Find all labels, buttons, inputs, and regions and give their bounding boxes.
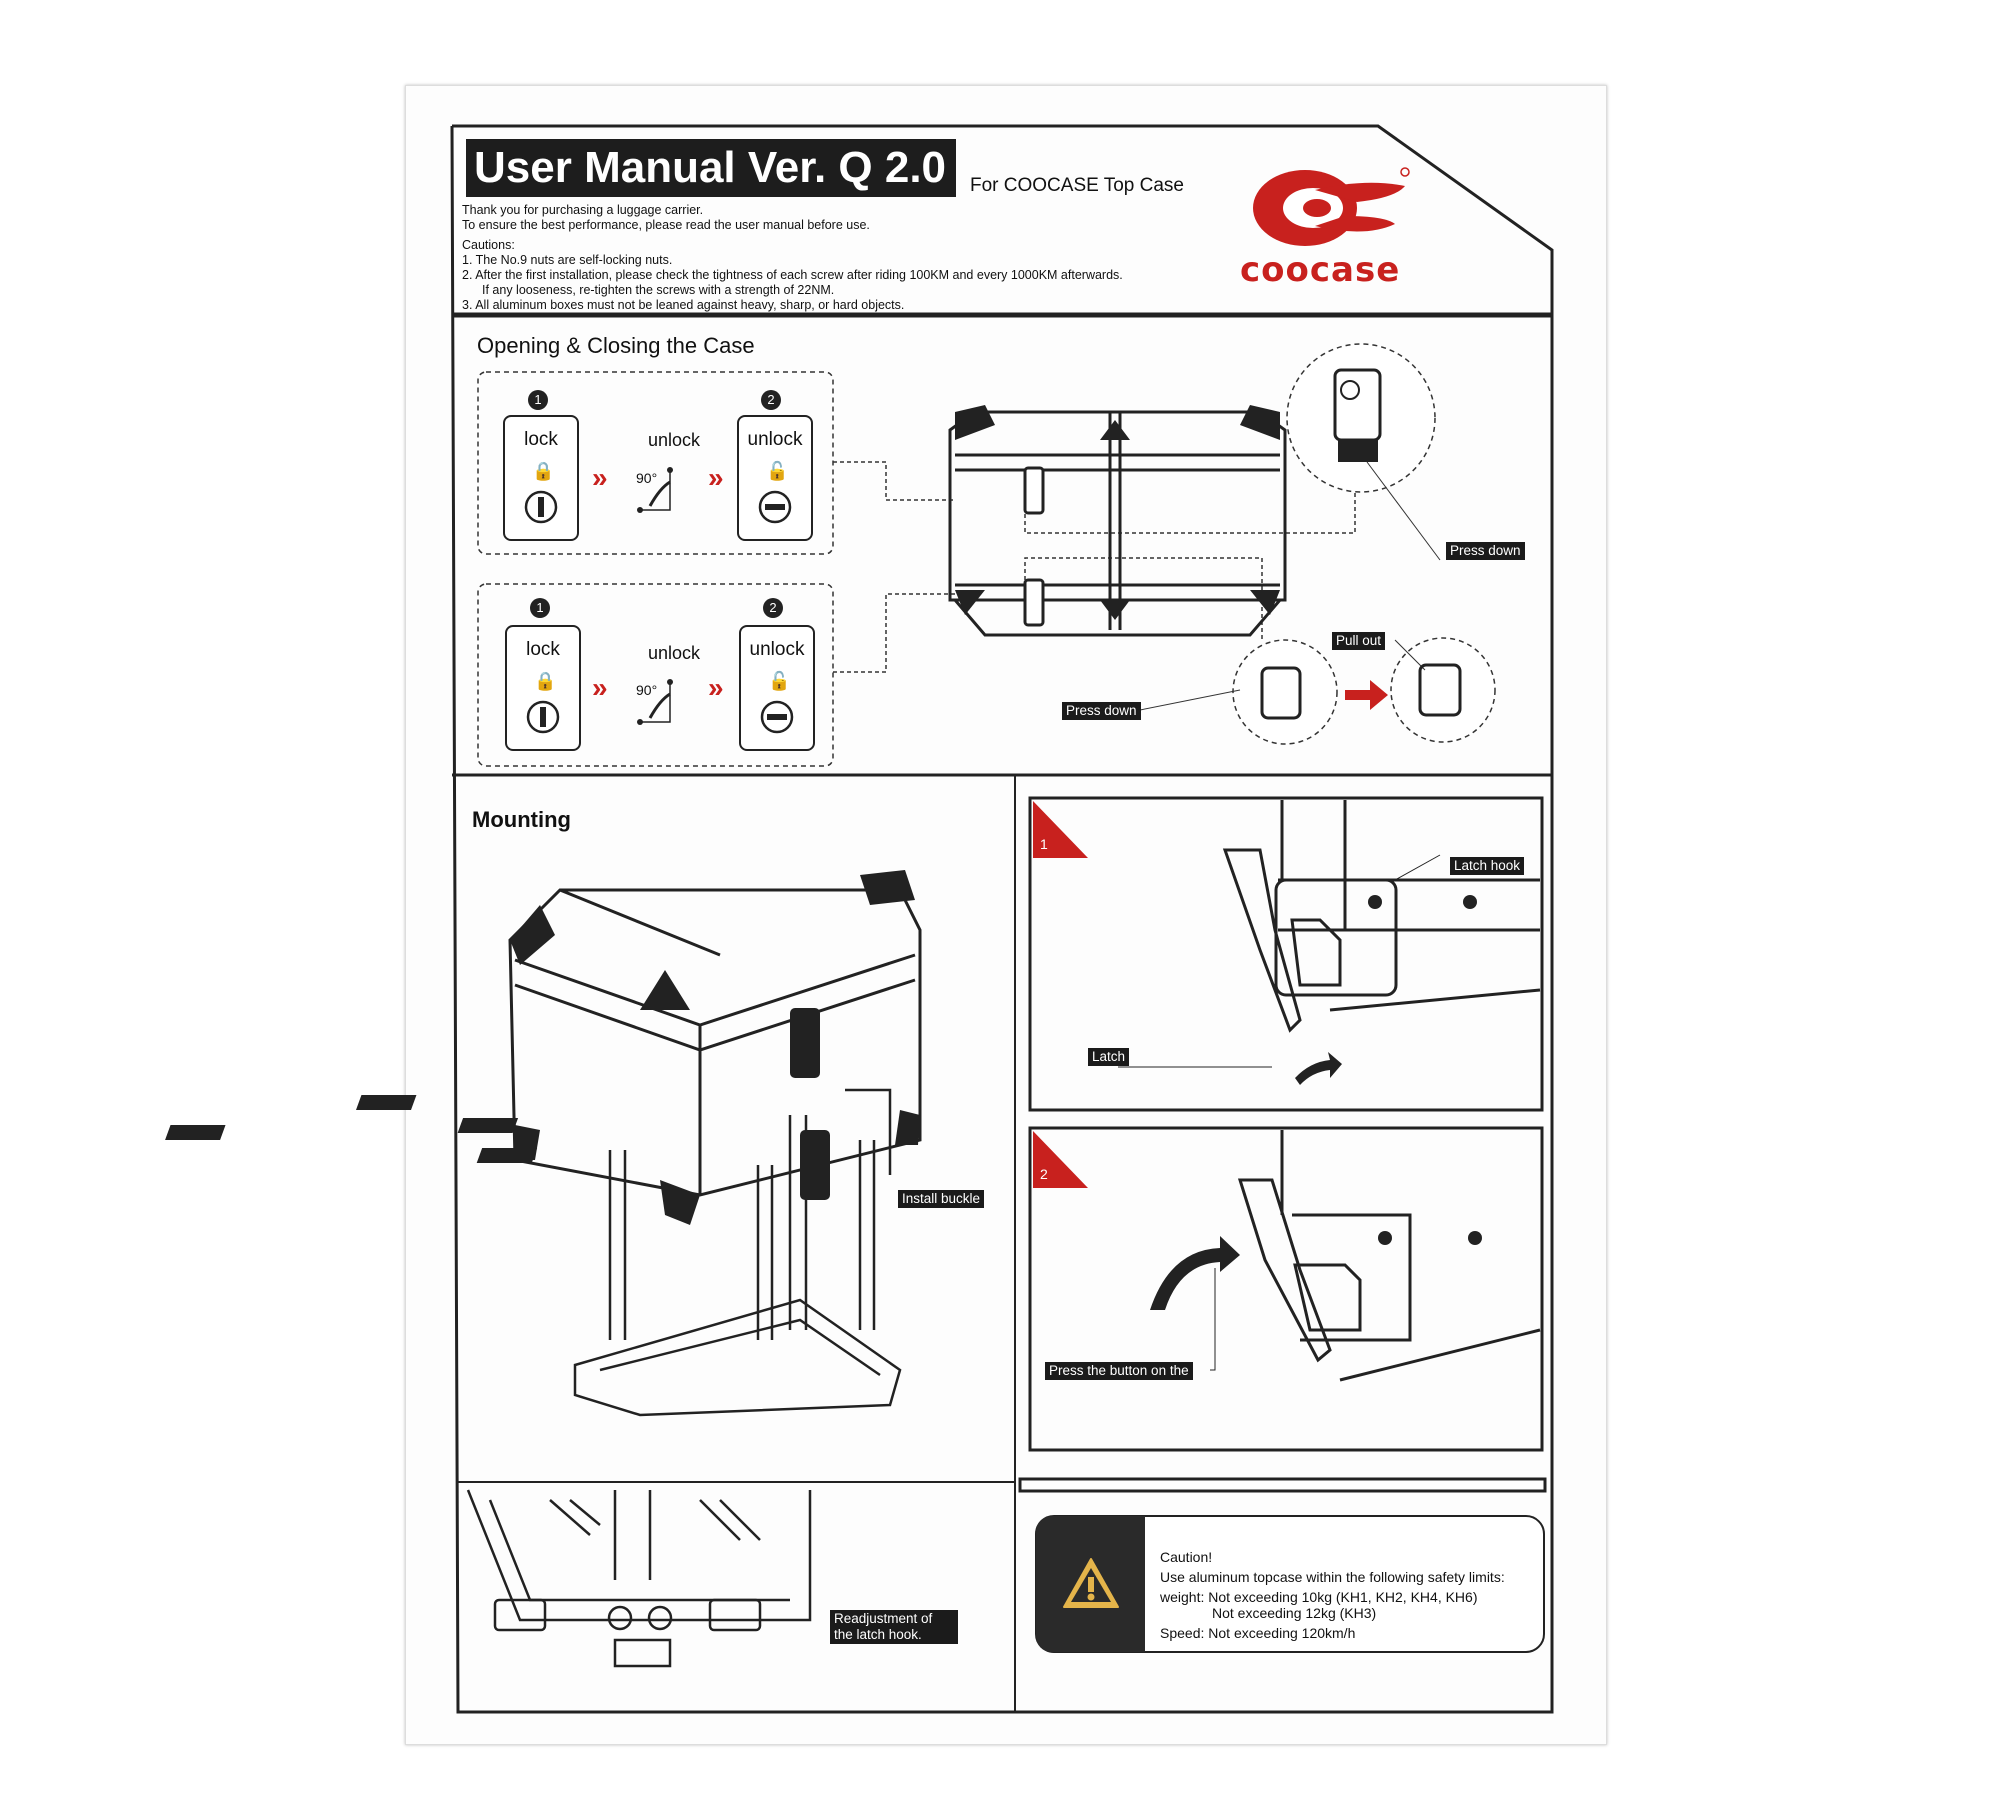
step-number-2: 2 [763,598,783,618]
lock-label: lock [526,639,560,660]
mounting-title: Mounting [472,807,571,832]
unlock-label: unlock [648,430,701,450]
caution-line-4: Speed: Not exceeding 120km/h [1160,1625,1356,1641]
manual-title: User Manual Ver. Q 2.0 [466,139,956,197]
padlock-icon: 🔒 [534,671,557,691]
step-number-1: 1 [530,598,550,618]
unlock-box-label: unlock [747,429,803,450]
keyhole-unlocked-icon [758,490,792,524]
keyhole-locked-icon [526,700,560,734]
open-padlock-icon: 🔓 [766,461,789,481]
press-button-tag: Press the button on the [1045,1362,1193,1380]
coocase-logo-icon [1253,167,1410,246]
press-down-tag: Press down [1446,542,1525,560]
keyhole-locked-icon [524,490,558,524]
intro-text: Thank you for purchasing a luggage carri… [462,203,1123,313]
padlock-icon: 🔒 [532,461,555,481]
lock-label: lock [524,429,558,450]
unlock-label: unlock [648,643,701,663]
opening-title: Opening & Closing the Case [477,333,755,358]
step-number-1: 1 [528,390,548,410]
warning-triangle-icon [1063,1558,1119,1608]
angle-label: 90° [636,682,658,698]
caution-item-3: 3. All aluminum boxes must not be leaned… [462,298,905,312]
rotation-arrow-icon [637,467,673,513]
lock-key-box: lock 🔒 [505,625,581,751]
panel-step-2: 2 [1040,1166,1048,1182]
rotation-arrow-icon [637,679,673,725]
caution-line-3: Not exceeding 12kg (KH3) [1212,1605,1377,1621]
unlock-key-box: unlock 🔓 [739,625,815,751]
caution-item-2b: If any looseness, re-tighten the screws … [482,283,835,297]
panel-step-1: 1 [1040,836,1048,852]
caution-heading: Caution! [1160,1549,1213,1565]
readjust-tag: Readjustment of the latch hook. [830,1610,958,1644]
manual-subtitle: For COOCASE Top Case [970,175,1185,196]
unlock-box-label: unlock [749,639,805,660]
intro-line-1: Thank you for purchasing a luggage carri… [462,203,704,217]
install-buckle-tag: Install buckle [898,1190,985,1208]
caution-text: Caution! Use aluminum topcase within the… [1160,1547,1505,1643]
caution-item-1: 1. The No.9 nuts are self-locking nuts. [462,253,673,267]
unlock-key-box: unlock 🔓 [737,415,813,541]
lock-key-box: lock 🔒 [503,415,579,541]
latch-hook-tag: Latch hook [1450,857,1525,875]
brand-wordmark: coocase [1240,250,1401,290]
press-down-tag: Press down [1062,702,1141,720]
keyhole-unlocked-icon [760,700,794,734]
intro-line-2: To ensure the best performance, please r… [462,218,870,232]
caution-line-2: weight: Not exceeding 10kg (KH1, KH2, KH… [1160,1589,1478,1605]
pull-out-tag: Pull out [1332,632,1386,650]
angle-label: 90° [636,470,658,486]
caution-item-2: 2. After the first installation, please … [462,268,1123,282]
caution-line-1: Use aluminum topcase within the followin… [1160,1569,1505,1585]
open-padlock-icon: 🔓 [768,671,791,691]
latch-tag: Latch [1088,1048,1130,1066]
cautions-heading: Cautions: [462,238,515,252]
step-number-2: 2 [761,390,781,410]
